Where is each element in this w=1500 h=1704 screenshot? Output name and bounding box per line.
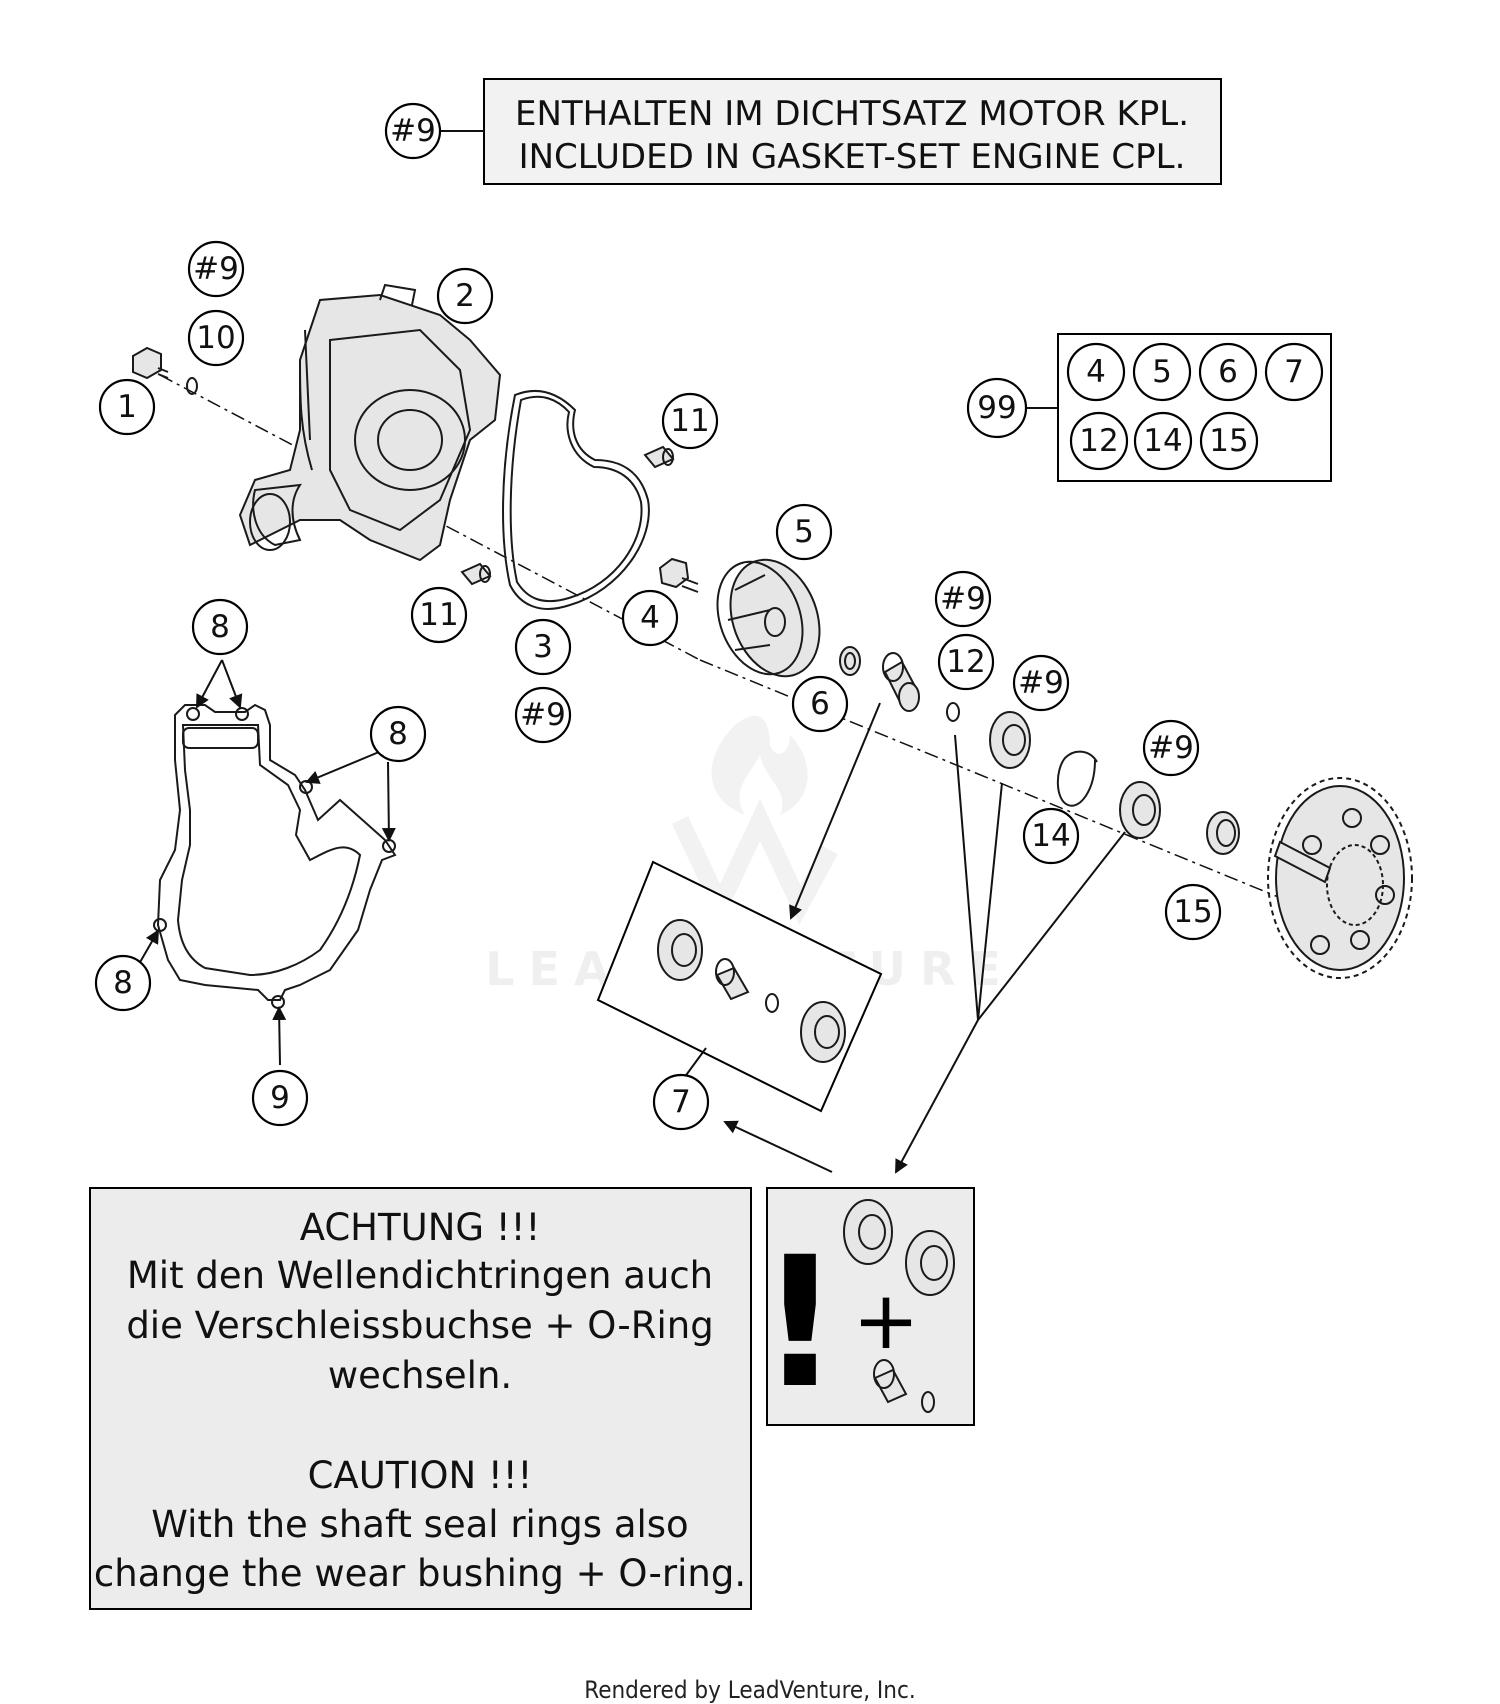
svg-text:11: 11 (670, 403, 709, 439)
svg-text:#9: #9 (1018, 665, 1064, 701)
callout-hash9-e[interactable]: #9 (1142, 719, 1200, 777)
callout-hash9-a[interactable]: #9 (187, 240, 245, 298)
callout-14[interactable]: 14 (1022, 807, 1080, 865)
circlip-part-14 (1056, 750, 1098, 807)
impeller-bolt-part-4 (658, 557, 699, 593)
callout-7[interactable]: 7 (652, 1073, 710, 1131)
svg-text:3: 3 (533, 629, 553, 665)
svg-text:12: 12 (1079, 423, 1118, 459)
svg-text:8: 8 (210, 609, 230, 645)
svg-text:#9: #9 (940, 581, 986, 617)
svg-text:15: 15 (1173, 894, 1212, 930)
dowel-pin-11a (643, 445, 675, 469)
callout-8-right[interactable]: 8 (369, 705, 427, 763)
seal-kit-inset (596, 860, 883, 1113)
svg-text:8: 8 (388, 716, 408, 752)
callout-hash9-b[interactable]: #9 (514, 686, 572, 744)
gasket-set-note: ENTHALTEN IM DICHTSATZ MOTOR KPL. INCLUD… (441, 78, 1222, 185)
callout-10[interactable]: 10 (187, 309, 245, 367)
dowel-pin-11b (460, 562, 492, 586)
plus-sign: + (852, 1274, 919, 1367)
bolt-part-1 (132, 346, 198, 395)
svg-text:7: 7 (1284, 354, 1304, 390)
warning-panel: ! + (759, 1187, 975, 1428)
callout-1[interactable]: 1 (98, 378, 156, 436)
svg-text:8: 8 (113, 965, 133, 1001)
callout-hash9-d[interactable]: #9 (1012, 654, 1070, 712)
caution-en-line2: change the wear bushing + O-ring. (94, 1552, 746, 1595)
svg-text:2: 2 (455, 278, 475, 314)
kit-item-5[interactable]: 5 (1132, 342, 1192, 402)
caution-de-line2: die Verschleissbuchse + O-Ring (126, 1304, 713, 1347)
callout-8-top[interactable]: 8 (191, 598, 249, 656)
svg-text:#9: #9 (520, 697, 566, 733)
callout-hash9-header[interactable]: #9 (384, 102, 442, 160)
washer-part-6 (839, 646, 861, 676)
svg-text:#9: #9 (390, 113, 436, 149)
svg-text:15: 15 (1209, 423, 1248, 459)
callout-6[interactable]: 6 (791, 675, 849, 733)
callout-hash9-c[interactable]: #9 (934, 570, 992, 628)
footer-credit: Rendered by LeadVenture, Inc. (584, 1676, 916, 1704)
svg-text:6: 6 (1218, 354, 1238, 390)
callout-2[interactable]: 2 (436, 267, 494, 325)
svg-text:7: 7 (671, 1084, 691, 1120)
gasket-leaders (138, 659, 396, 1066)
exclamation-mark: ! (759, 1219, 841, 1428)
kit-item-7[interactable]: 7 (1264, 342, 1324, 402)
kit-item-6[interactable]: 6 (1198, 342, 1258, 402)
callout-11-lower[interactable]: 11 (410, 586, 468, 644)
callout-4[interactable]: 4 (621, 589, 679, 647)
caution-en-title: CAUTION !!! (308, 1454, 533, 1497)
svg-text:1: 1 (117, 389, 137, 425)
callout-3[interactable]: 3 (514, 618, 572, 676)
caution-de-title: ACHTUNG !!! (300, 1206, 541, 1249)
callout-15[interactable]: 15 (1164, 883, 1222, 941)
o-ring-part-12 (946, 702, 960, 722)
callout-12[interactable]: 12 (937, 633, 995, 691)
svg-text:#9: #9 (193, 251, 239, 287)
svg-text:12: 12 (946, 644, 985, 680)
svg-text:#9: #9 (1148, 730, 1194, 766)
svg-text:5: 5 (1152, 354, 1172, 390)
bushing-part-15 (1206, 811, 1240, 855)
caution-box: ACHTUNG !!! Mit den Wellendichtringen au… (89, 1187, 752, 1610)
impeller-part-5 (716, 558, 821, 678)
svg-text:9: 9 (270, 1080, 290, 1116)
svg-text:14: 14 (1031, 818, 1070, 854)
svg-text:5: 5 (794, 514, 814, 550)
wear-bushing (882, 652, 920, 712)
svg-text:14: 14 (1143, 423, 1182, 459)
svg-text:4: 4 (1086, 354, 1106, 390)
callout-99[interactable]: 99 (966, 377, 1028, 439)
pump-drive-gear (1267, 777, 1413, 979)
caution-en-line1: With the shaft seal rings also (151, 1503, 688, 1546)
water-pump-cover-part-2 (238, 283, 502, 562)
svg-text:4: 4 (640, 600, 660, 636)
shaft-seal-2 (1119, 781, 1161, 839)
svg-text:10: 10 (196, 320, 235, 356)
gasket-outline-part-9 (153, 703, 397, 1009)
seal-leaders (723, 734, 1126, 1174)
callout-9[interactable]: 9 (251, 1069, 309, 1127)
callout-5[interactable]: 5 (775, 503, 833, 561)
shaft-seal-1 (989, 711, 1031, 769)
kit-item-15[interactable]: 15 (1199, 411, 1259, 471)
callout-11-upper[interactable]: 11 (661, 392, 719, 450)
caution-de-line3: wechseln. (328, 1354, 512, 1397)
gasket-note-line2: INCLUDED IN GASKET-SET ENGINE CPL. (519, 137, 1186, 177)
kit-item-14[interactable]: 14 (1133, 411, 1193, 471)
gasket-note-line1: ENTHALTEN IM DICHTSATZ MOTOR KPL. (515, 94, 1189, 134)
callout-8-left[interactable]: 8 (94, 954, 152, 1012)
gasket-part-3 (502, 390, 650, 610)
svg-text:11: 11 (419, 597, 458, 633)
caution-de-line1: Mit den Wellendichtringen auch (127, 1254, 713, 1297)
kit-item-4[interactable]: 4 (1066, 342, 1126, 402)
svg-text:99: 99 (977, 390, 1016, 426)
kit-item-12[interactable]: 12 (1069, 411, 1129, 471)
svg-text:6: 6 (810, 686, 830, 722)
